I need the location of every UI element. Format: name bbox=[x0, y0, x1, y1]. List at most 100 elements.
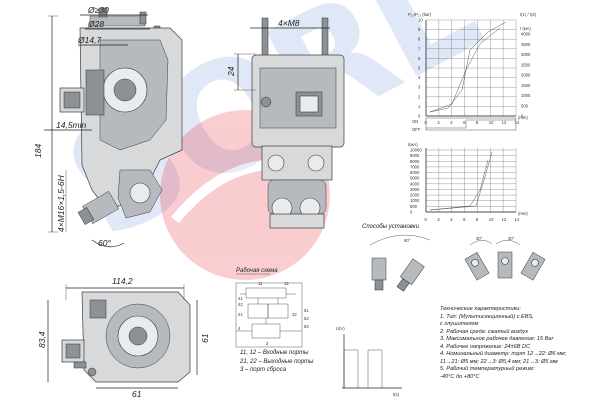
current-plot-grid bbox=[425, 148, 517, 213]
bottom-tick-label: 7000 bbox=[410, 164, 420, 169]
port-3: 3 bbox=[266, 341, 269, 346]
port-11: 11 bbox=[258, 281, 263, 286]
x-tick-label: 0 bbox=[425, 120, 428, 125]
current-tick-label: 1500 bbox=[521, 83, 531, 88]
dim-114-2: 114,2 bbox=[112, 276, 133, 286]
current-tick-label: 0 bbox=[521, 114, 524, 119]
port-51: 51 bbox=[304, 308, 309, 313]
mounting-positions: Способы установки 50° 30° 30° bbox=[362, 224, 546, 292]
front-view: Ø≥30 Ø28 Ø14,7 14,5min 184 4×M16×1,5-6H … bbox=[33, 5, 183, 248]
dim-14-5min: 14,5min bbox=[56, 120, 87, 130]
bottom-tick-label: 8000 bbox=[410, 159, 420, 164]
port-4: 4 bbox=[238, 326, 241, 331]
bottom-tick-label: 500 bbox=[410, 204, 418, 209]
bottom-tick-label: 0 bbox=[410, 210, 413, 215]
y-tick-label: 3 bbox=[418, 85, 421, 90]
dim-184: 184 bbox=[33, 144, 43, 158]
dim-61-horizontal: 61 bbox=[132, 389, 142, 399]
y-tick-label: 10 bbox=[418, 18, 423, 23]
dim-thread: 4×M16×1,5-6H bbox=[56, 174, 66, 232]
y-tick-label: 6 bbox=[418, 56, 421, 61]
pressure-x-unit: (mm) bbox=[518, 115, 528, 120]
current-tick-label: 3500 bbox=[521, 42, 531, 47]
y-tick-label: 8 bbox=[418, 37, 421, 42]
y-tick-label: 5 bbox=[418, 66, 421, 71]
y-tick-label: 4 bbox=[418, 75, 421, 80]
y-tick-label: 7 bbox=[418, 46, 421, 51]
mounting-angle-1: 50° bbox=[404, 238, 411, 243]
dim-d14: Ø14,7 bbox=[77, 35, 101, 45]
spec-line: 4. Рабочее напряжение: 24±6В DC bbox=[440, 343, 531, 350]
x-tick-label: 4 bbox=[450, 120, 453, 125]
current-tick-label: 1000 bbox=[521, 93, 531, 98]
x-tick-label: 14 bbox=[515, 217, 520, 222]
bottom-tick-label: 2000 bbox=[410, 193, 420, 198]
bottom-tick-label: 3000 bbox=[410, 187, 420, 192]
pressure-top-ylabel: P₂₁/P₂₂ (bar) bbox=[408, 12, 432, 17]
y-tick-label: 2 bbox=[418, 94, 421, 99]
port-21: 21 bbox=[238, 312, 243, 317]
port-22: 22 bbox=[292, 312, 297, 317]
pressure-plot-grid bbox=[425, 19, 517, 117]
spec-line: 11→21: Ø5 мм; 22→3: Ø5,4 мм; 21→3: Ø5 мм bbox=[440, 358, 558, 365]
port-52: 52 bbox=[304, 316, 309, 321]
scheme-legend-line: 21, 22 – Выходные порты bbox=[240, 358, 314, 365]
pressure-bottom-x-unit: (mm) bbox=[518, 211, 528, 216]
port-41: 41 bbox=[238, 296, 243, 301]
bottom-tick-label: 10000 bbox=[410, 148, 422, 153]
scheme-legend-line: 11, 12 – Входные порты bbox=[240, 350, 309, 356]
mounting-angle-3: 30° bbox=[508, 236, 515, 241]
bottom-tick-label: 6000 bbox=[410, 170, 420, 175]
port-42: 42 bbox=[238, 302, 243, 307]
current-tick-label: 500 bbox=[521, 103, 529, 108]
scheme-legend: 11, 12 – Входные порты 21, 22 – Выходные… bbox=[240, 349, 340, 375]
dim-61-vertical: 61 bbox=[200, 333, 210, 343]
spec-line: -40°С до +80°С bbox=[440, 373, 480, 380]
pressure-top-right-label: I(1) / I(2) bbox=[520, 12, 537, 17]
dim-60-degree: 60° bbox=[98, 238, 111, 248]
y-tick-label: 9 bbox=[418, 27, 421, 32]
x-tick-label: 0 bbox=[425, 217, 428, 222]
dim-d28: Ø28 bbox=[87, 19, 104, 29]
working-scheme: Рабочая схема 11 12 21 22 3 4 41 42 51 5… bbox=[235, 268, 309, 348]
spec-line: 3. Максимальное рабочее давление: 15 Bar bbox=[440, 336, 554, 342]
pressure-bottom-ylabel: I(мА) bbox=[408, 142, 418, 147]
port-12: 12 bbox=[284, 281, 289, 286]
x-tick-label: 8 bbox=[476, 120, 479, 125]
spec-line: с глушителем bbox=[440, 321, 479, 327]
pressure-plots: P₂₁/P₂₂ (bar) I(1) / I(2) I (мА) (mm) ON… bbox=[408, 12, 537, 222]
switch-off-label: OFF bbox=[412, 127, 421, 132]
current-plot-xlabel: t(s) bbox=[393, 392, 400, 397]
current-tick-label: 2000 bbox=[521, 73, 531, 78]
x-tick-label: 12 bbox=[502, 120, 507, 125]
x-tick-label: 6 bbox=[463, 120, 466, 125]
current-plot-ylabel: U(V) bbox=[336, 326, 345, 331]
scheme-title: Рабочая схема bbox=[236, 268, 278, 274]
spec-line: 4. Номинальный диаметр: порт 12→22: Ø6 м… bbox=[440, 351, 567, 357]
spec-line: 1. Тип: (Мультисекционный) с EBS, bbox=[440, 313, 534, 320]
x-tick-label: 2 bbox=[437, 217, 440, 222]
x-tick-label: 12 bbox=[502, 217, 507, 222]
dim-bolts: 4×M8 bbox=[278, 18, 300, 28]
pressure-top-right-unit: I (мА) bbox=[520, 26, 531, 31]
bottom-tick-label: 1000 bbox=[410, 198, 420, 203]
bottom-tick-label: 4000 bbox=[410, 181, 420, 186]
x-tick-label: 4 bbox=[450, 217, 453, 222]
side-view: 4×M8 24 bbox=[226, 17, 345, 229]
x-tick-label: 14 bbox=[515, 120, 520, 125]
port-53: 53 bbox=[304, 324, 309, 329]
y-tick-label: 1 bbox=[418, 104, 421, 109]
spec-title: Технические характеристики: bbox=[440, 306, 521, 312]
x-tick-label: 6 bbox=[463, 217, 466, 222]
bottom-tick-label: 9000 bbox=[410, 153, 420, 158]
x-tick-label: 2 bbox=[437, 120, 440, 125]
spec-line: 5. Рабочий температурный режим: bbox=[440, 366, 535, 372]
switch-on-label: ON bbox=[412, 119, 418, 124]
x-tick-label: 10 bbox=[489, 217, 494, 222]
plan-view: 114,2 83,4 61 61 bbox=[37, 276, 210, 399]
x-tick-label: 10 bbox=[489, 120, 494, 125]
scheme-legend-line: 3 – порт сброса bbox=[240, 367, 287, 374]
current-tick-label: 3000 bbox=[521, 52, 531, 57]
current-tick-label: 2500 bbox=[521, 62, 531, 67]
